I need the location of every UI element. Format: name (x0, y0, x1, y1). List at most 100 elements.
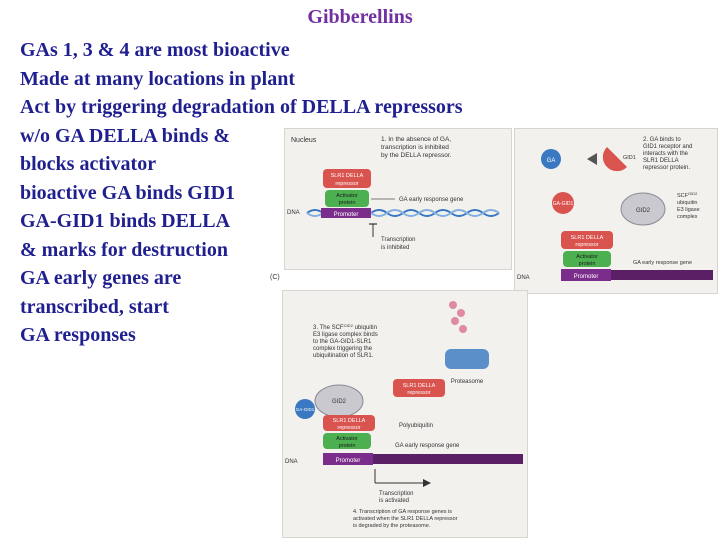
step3-caption: complex triggering the (313, 346, 373, 352)
ga-gid1-label: GA-GID1 (553, 201, 574, 207)
gid2-label: GID2 (332, 399, 347, 405)
scf-label: E3 ligase (677, 207, 700, 213)
scf-label: ubiquitin (677, 200, 698, 206)
step4-caption: activated when the SLR1 DELLA repressor (353, 516, 458, 522)
step2-caption: GID1 receptor and (643, 144, 692, 150)
gid2-label: GID2 (636, 208, 651, 214)
inhibited-label: Transcription (381, 237, 415, 243)
ga-label: GA (547, 158, 556, 164)
ubiquitin-icon (459, 325, 467, 333)
step1-caption: transcription is inhibited (381, 144, 449, 151)
bullet-line: w/o GA DELLA binds & (20, 124, 231, 147)
promoter-box (561, 269, 611, 281)
panel-side-label: (C) (270, 274, 280, 281)
bullet-line: Made at many locations in plant (20, 67, 296, 90)
bullet-list: GAs 1, 3 & 4 are most bioactive Made at … (20, 36, 463, 350)
della-label: repressor (335, 181, 358, 187)
diagram-degradation: 3. The SCFGID2 ubiquitin E3 ligase compl… (285, 301, 523, 529)
activator-label: Activator (336, 436, 358, 442)
gene-label: GA early response gene (395, 443, 460, 449)
step1-caption: 1. In the absence of GA, (381, 136, 451, 143)
step4-caption: 4. Transcription of GA response genes is (353, 509, 452, 515)
dna-label: DNA (285, 459, 298, 465)
bullet-line: bioactive GA binds GID1 (20, 181, 236, 204)
diagram-panel-no-ga: Nucleus 1. In the absence of GA, transcr… (284, 128, 512, 270)
bullet-line: GA responses (20, 324, 136, 346)
gene-region-bar (611, 270, 713, 280)
nucleus-label: Nucleus (291, 137, 317, 144)
slide-title: Gibberellins (307, 6, 413, 28)
activator-label: protein (339, 443, 356, 449)
bullet-line: & marks for destruction (20, 238, 228, 261)
bullet-line: GA-GID1 binds DELLA (20, 210, 231, 232)
step3-caption: 3. The SCFGID2 ubiquitin (313, 323, 377, 331)
della-label: repressor (407, 390, 430, 396)
activator-label: protein (339, 200, 356, 206)
proteasome-icon (445, 349, 489, 369)
dna-label: DNA (517, 275, 530, 281)
scf-label: SCFGID2 (677, 191, 698, 199)
della-label: SLR1 DELLA (333, 418, 366, 424)
della-label: repressor (337, 425, 360, 431)
gene-label: GA early response gene (633, 260, 692, 266)
ga-gid1-complex-icon (552, 192, 574, 214)
gid1-receptor-icon (602, 147, 627, 172)
promoter-label: Promoter (574, 274, 599, 280)
activation-arrow-icon (423, 479, 431, 487)
step2-caption: 2. GA binds to (643, 137, 681, 143)
step3-caption: to the GA-GID1-SLR1 (313, 339, 372, 345)
inhibited-label: is inhibited (381, 245, 409, 251)
activator-label: Activator (576, 254, 598, 260)
bullet-line: blocks activator (20, 153, 157, 175)
bullet-line: GAs 1, 3 & 4 are most bioactive (20, 39, 290, 61)
binding-arrow-icon (587, 153, 597, 165)
step2-caption: SLR1 DELLA (643, 158, 679, 164)
della-label: SLR1 DELLA (331, 173, 364, 179)
bullet-line: transcribed, start (20, 295, 169, 318)
proteasome-label: Proteasome (451, 379, 484, 385)
ubiquitin-icon (451, 317, 459, 325)
step1-caption: by the DELLA repressor. (381, 152, 452, 159)
activator-protein (563, 251, 611, 267)
activated-label: is activated (379, 498, 409, 504)
diagram-panel-degradation: 3. The SCFGID2 ubiquitin E3 ligase compl… (282, 290, 528, 538)
bullet-line: GA early genes are (20, 267, 182, 289)
promoter-box (321, 208, 371, 218)
della-repressor-box (323, 169, 371, 188)
activator-protein (323, 433, 371, 449)
della-label: SLR1 DELLA (571, 235, 604, 241)
diagram-ga-binds: 2. GA binds to GID1 receptor and interac… (517, 137, 713, 281)
activator-label: protein (579, 261, 596, 267)
ubiquitin-icon (449, 301, 457, 309)
ga-gid1-complex-icon (295, 399, 315, 419)
della-repressor-box (393, 379, 445, 397)
scf-label: complex (677, 214, 698, 220)
scf-complex-icon (620, 192, 666, 226)
promoter-label: Promoter (334, 212, 359, 218)
diagram-panel-ga-binds: 2. GA binds to GID1 receptor and interac… (514, 128, 718, 294)
polyubiquitin-label: Polyubiquitin (399, 423, 433, 429)
step3-caption: ubiquitination of SLR1. (313, 353, 374, 359)
promoter-label: Promoter (336, 458, 361, 464)
gid1-label: GID1 (623, 155, 636, 161)
step2-caption: repressor protein. (643, 165, 690, 171)
activated-label: Transcription (379, 491, 413, 497)
ubiquitin-icon (457, 309, 465, 317)
promoter-box (323, 453, 373, 465)
diagram-no-ga: Nucleus 1. In the absence of GA, transcr… (287, 136, 500, 251)
dna-label: DNA (287, 210, 300, 216)
activator-protein (325, 190, 369, 207)
activator-label: Activator (336, 193, 358, 199)
gene-label: GA early response gene (399, 197, 464, 203)
ga-gid1-label: GA-GID1 (296, 407, 315, 412)
della-label: repressor (575, 242, 598, 248)
step2-caption: interacts with the (643, 151, 689, 157)
della-repressor-box (561, 231, 613, 249)
step4-caption: is degraded by the proteasome. (353, 523, 431, 529)
della-repressor-box (323, 415, 375, 431)
step3-caption: E3 ligase complex binds (313, 332, 378, 338)
ga-molecule-icon (541, 149, 561, 169)
della-label: SLR1 DELLA (403, 383, 436, 389)
bullet-line: Act by triggering degradation of DELLA r… (20, 96, 463, 118)
gene-region-bar (373, 454, 523, 464)
